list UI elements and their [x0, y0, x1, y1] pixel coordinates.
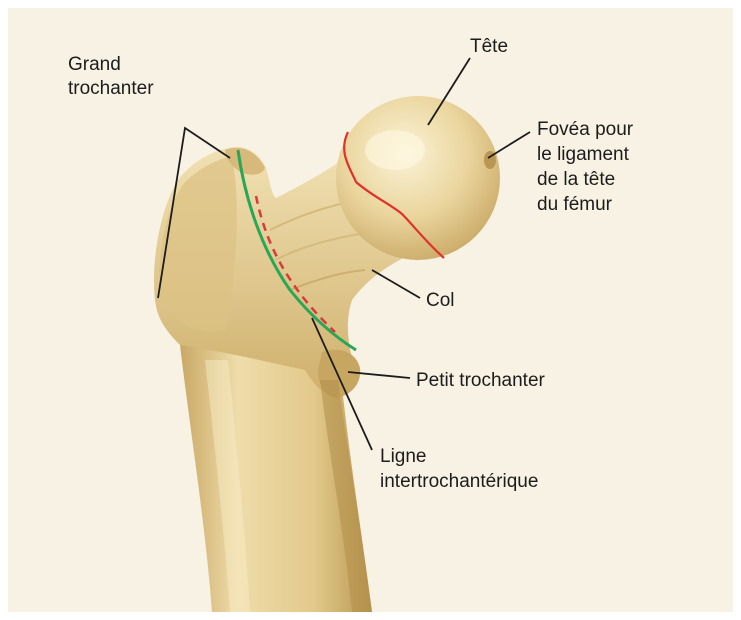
label-col: Col [426, 290, 455, 311]
femoral-head [336, 96, 500, 260]
label-petit-trochanter: Petit trochanter [416, 370, 546, 391]
label-tete: Tête [470, 36, 508, 57]
